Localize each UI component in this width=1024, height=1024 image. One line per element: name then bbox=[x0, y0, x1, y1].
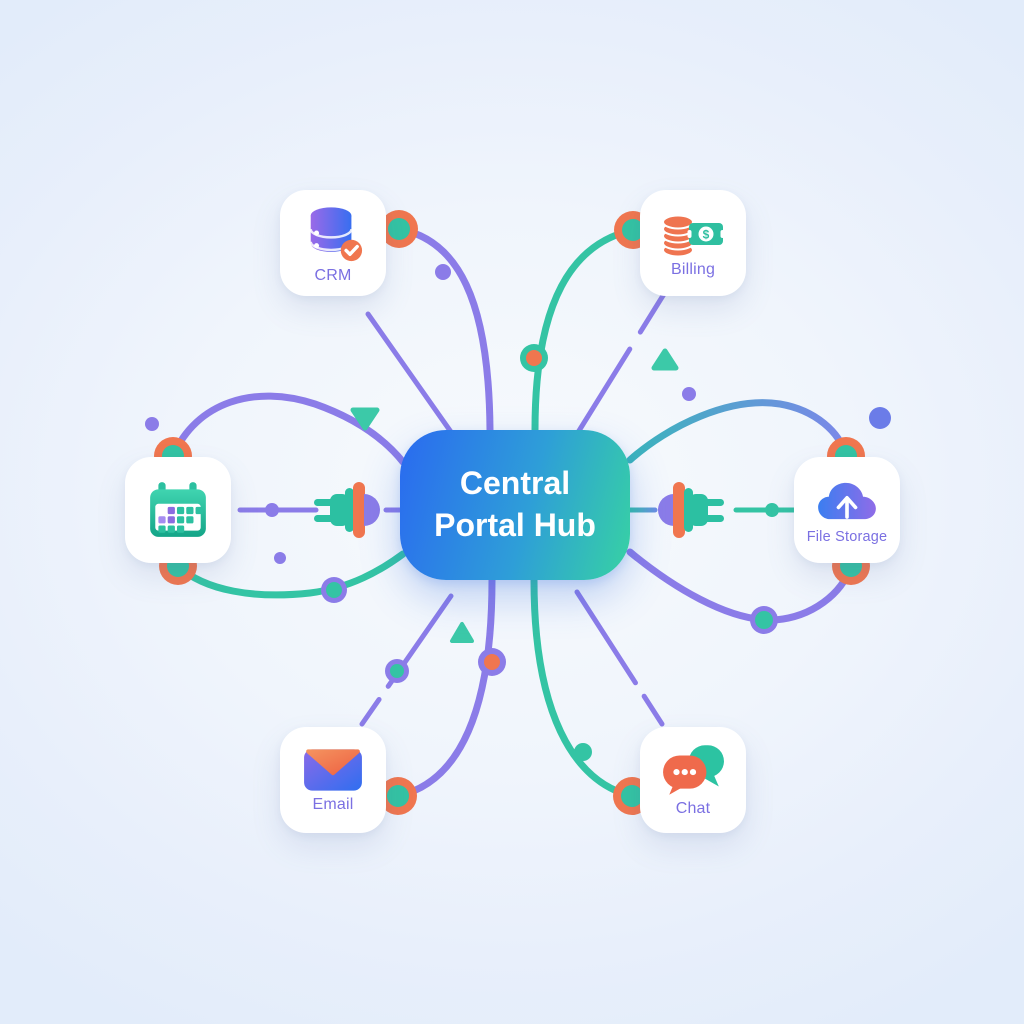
service-card-crm[interactable]: CRM bbox=[280, 190, 386, 296]
service-label: CRM bbox=[314, 266, 352, 284]
chat-bubbles-icon bbox=[661, 743, 725, 797]
connector-node-crm bbox=[380, 210, 418, 248]
line-hub-billing bbox=[574, 291, 667, 437]
decor-dot bbox=[869, 407, 891, 429]
curve-crm-hub bbox=[395, 225, 494, 434]
dot-core bbox=[390, 664, 404, 678]
service-card-billing[interactable]: $ Billing bbox=[640, 190, 746, 296]
curve-email-hub bbox=[394, 576, 496, 800]
line-dots bbox=[265, 344, 779, 683]
plug-icon-left bbox=[314, 482, 380, 538]
dot-core bbox=[755, 611, 773, 629]
central-hub[interactable]: Central Portal Hub bbox=[400, 430, 630, 580]
dot-core bbox=[326, 582, 342, 598]
decor-triangle-down bbox=[350, 407, 380, 431]
line-hub-email bbox=[359, 593, 454, 727]
service-card-file-storage[interactable]: File Storage bbox=[794, 457, 900, 563]
service-label: File Storage bbox=[806, 528, 888, 545]
cloud-upload-icon bbox=[816, 476, 878, 526]
decor-shapes bbox=[145, 264, 891, 761]
plug-icon-right bbox=[658, 482, 724, 538]
hub-title: Central Portal Hub bbox=[434, 465, 596, 543]
dot bbox=[265, 503, 279, 517]
curve-chat-hub bbox=[530, 576, 636, 800]
line-crm-hub bbox=[365, 311, 454, 435]
svg-text:$: $ bbox=[703, 227, 710, 241]
service-card-email[interactable]: Email bbox=[280, 727, 386, 833]
calendar-icon bbox=[146, 480, 210, 540]
decor-triangle-up bbox=[450, 622, 474, 643]
connector-node-email bbox=[379, 777, 417, 815]
envelope-icon bbox=[302, 747, 364, 793]
decor-dot bbox=[435, 264, 451, 280]
hub-connection-curves bbox=[169, 225, 855, 800]
decor-dot bbox=[574, 743, 592, 761]
database-check-icon bbox=[302, 202, 364, 264]
decor-dot bbox=[274, 552, 286, 564]
curve-hub-filestorage-top bbox=[626, 399, 850, 464]
service-card-calendar[interactable] bbox=[125, 457, 231, 563]
dot-core bbox=[526, 350, 542, 366]
curve-calendar-bottom-hub bbox=[174, 550, 407, 599]
curve-billing-hub bbox=[531, 226, 637, 434]
service-label: Chat bbox=[675, 799, 711, 817]
service-label: Email bbox=[312, 795, 354, 813]
decor-dot bbox=[682, 387, 696, 401]
service-label: Billing bbox=[670, 260, 716, 278]
decor-dot bbox=[145, 417, 159, 431]
dot bbox=[765, 503, 779, 517]
dot-core bbox=[484, 654, 500, 670]
coins-banknote-icon: $ bbox=[661, 208, 725, 258]
line-hub-chat bbox=[574, 589, 665, 727]
decor-triangle-up bbox=[651, 348, 679, 371]
service-card-chat[interactable]: Chat bbox=[640, 727, 746, 833]
curve-calendar-top-hub bbox=[169, 392, 407, 466]
hub-connection-lines bbox=[237, 291, 797, 727]
